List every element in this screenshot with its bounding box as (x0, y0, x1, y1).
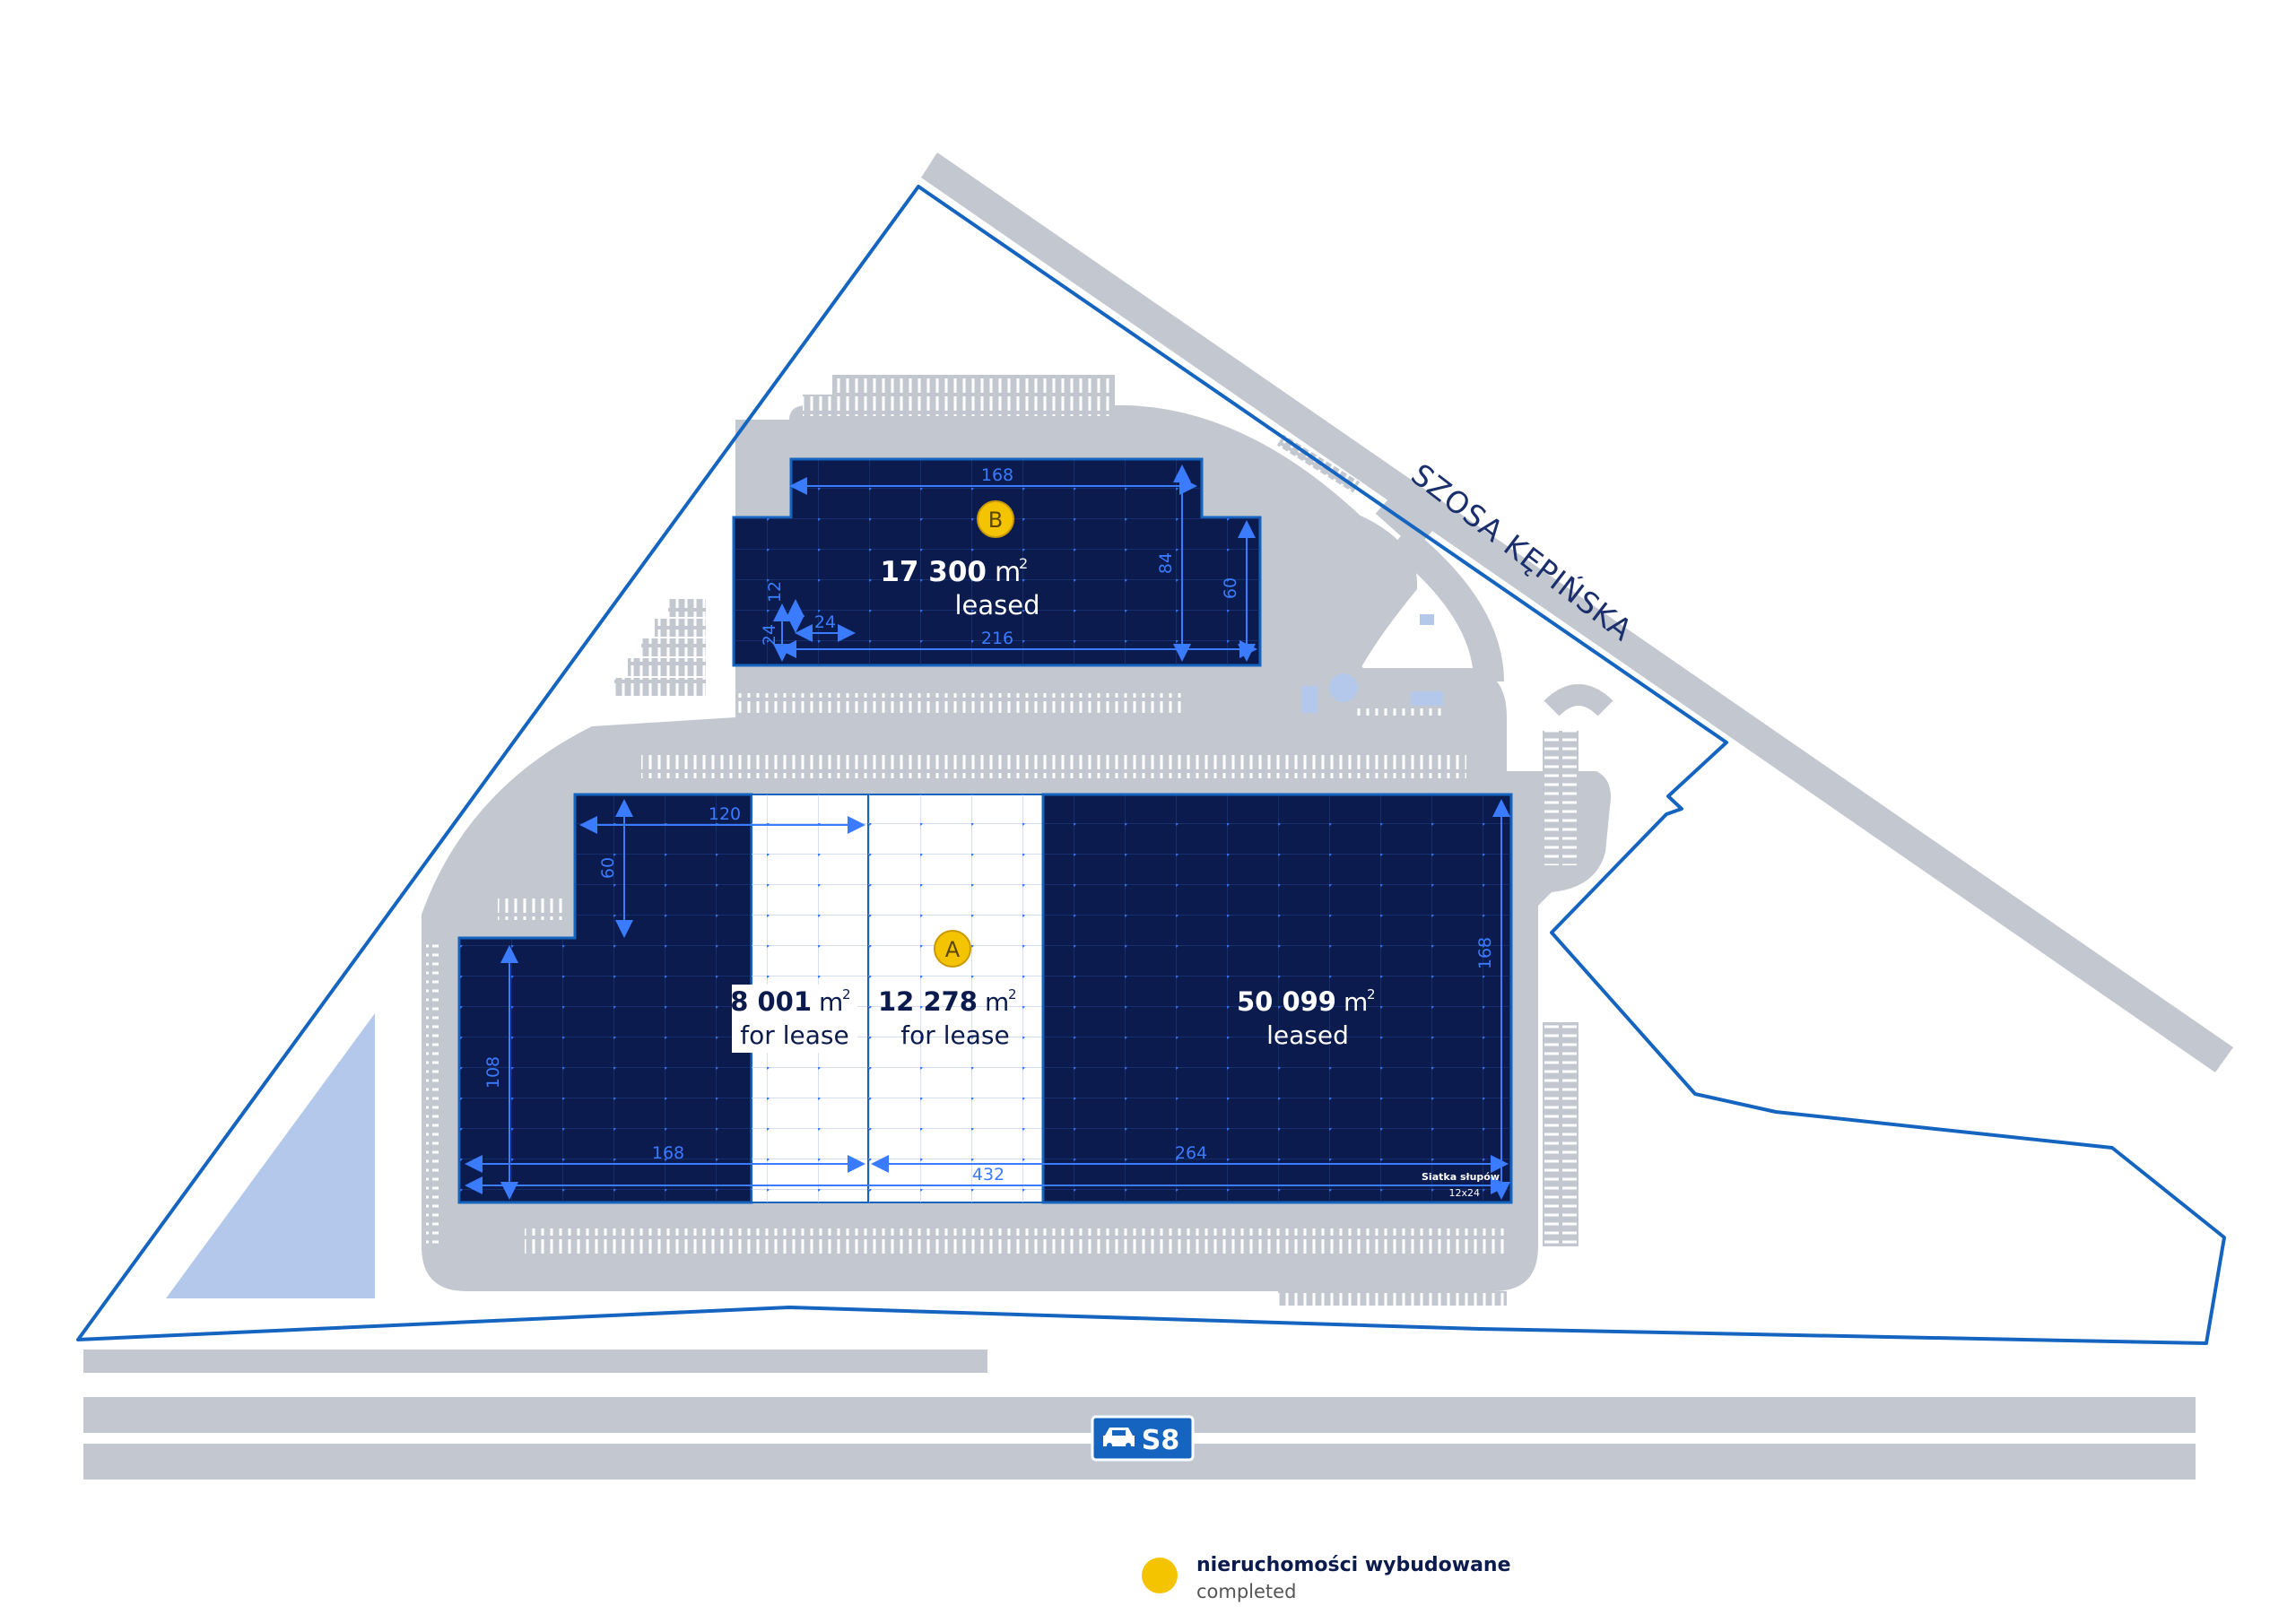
unit-a1-label-box (732, 985, 857, 1053)
status-b: leased (954, 590, 1039, 621)
dim-a-264: 264 (1175, 1143, 1207, 1163)
dim-b-24: 24 (760, 624, 779, 646)
building-a: 120 60 108 168 168 432 264 Siatka słupów… (457, 793, 1513, 1204)
dim-a-432: 432 (972, 1165, 1004, 1185)
legend-marker (1142, 1558, 1178, 1593)
car-icon (1103, 1428, 1135, 1448)
road-name-label: SZOSA KĘPIŃSKA (1405, 456, 1639, 647)
parking-areas (426, 375, 1578, 1306)
dim-a-60: 60 (598, 857, 618, 879)
area-a1-value: 8 001 (730, 986, 812, 1017)
dim-b-60: 60 (1221, 577, 1240, 599)
dim-a-168-right: 168 (1475, 937, 1495, 969)
dim-b-w24: 24 (814, 612, 836, 632)
building-b: 168 216 84 60 12 24 24 B 17 300 m 2 leas… (732, 457, 1262, 667)
grid-note-value: 12x24 (1448, 1187, 1480, 1199)
dim-b-84: 84 (1156, 552, 1176, 574)
status-a3: leased (1266, 1020, 1349, 1050)
area-a2-value: 12 278 (878, 986, 978, 1017)
dim-b-12: 12 (765, 581, 785, 603)
legend-subtitle: completed (1196, 1581, 1296, 1602)
area-a2-unit: m (985, 987, 1009, 1017)
marker-b-label: B (988, 508, 1003, 533)
area-a1-sup: 2 (842, 986, 851, 1002)
area-a3-sup: 2 (1367, 986, 1376, 1002)
roads (83, 152, 2233, 1480)
dim-a-108: 108 (483, 1056, 503, 1089)
technical-facilities (1301, 614, 1443, 713)
area-a2-sup: 2 (1008, 986, 1017, 1002)
area-b-sup: 2 (1019, 555, 1028, 572)
dim-b-top: 168 (981, 465, 1013, 485)
marker-b[interactable] (977, 500, 1014, 538)
szosa-kepinska-road (921, 152, 2233, 1072)
grid-note-title: Siatka słupów (1422, 1171, 1500, 1183)
area-b-unit: m (995, 557, 1021, 588)
area-a3-value: 50 099 (1237, 986, 1336, 1017)
status-a2: for lease (900, 1020, 1009, 1050)
dim-a-168-bottom: 168 (652, 1143, 684, 1163)
dim-a-120: 120 (709, 804, 741, 824)
site-boundary (76, 185, 2226, 1345)
area-a1-unit: m (819, 987, 843, 1017)
marker-a-label: A (945, 937, 961, 962)
status-a1: for lease (740, 1020, 848, 1050)
marker-a[interactable] (934, 930, 971, 968)
service-road (83, 1350, 987, 1373)
highway-label: S8 (1142, 1425, 1179, 1456)
retention-pond (166, 1013, 375, 1298)
area-a3-unit: m (1344, 987, 1368, 1017)
area-b-value: 17 300 (880, 556, 987, 588)
legend-title: nieruchomości wybudowane (1196, 1554, 1511, 1576)
legend: nieruchomości wybudowane completed (1142, 1554, 1511, 1602)
dim-b-bottom: 216 (981, 629, 1013, 648)
highway-sign-s8: S8 (1091, 1415, 1195, 1462)
